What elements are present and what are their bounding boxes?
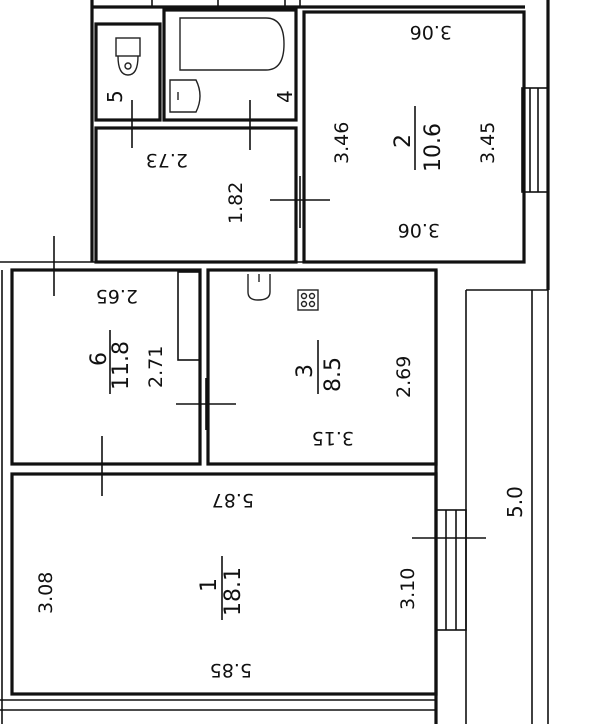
room-3-area: 8.5 bbox=[321, 357, 346, 392]
room-3-bottom-dim: 3.15 bbox=[312, 427, 354, 449]
room-2-top-dim: 3.06 bbox=[410, 21, 452, 43]
room-2-right-dim: 3.45 bbox=[477, 122, 499, 164]
room-2-left-dim: 3.46 bbox=[331, 122, 353, 164]
balcony: 5.0 bbox=[503, 486, 527, 518]
room-1-top-dim: 5.87 bbox=[212, 489, 254, 511]
wc-room: 5 bbox=[94, 22, 162, 148]
room-1-left-dim: 3.08 bbox=[35, 572, 57, 614]
room-2-area: 10.6 bbox=[421, 123, 446, 172]
bathroom: 4 bbox=[162, 8, 298, 150]
room-3-number: 3 bbox=[293, 364, 318, 378]
room-6-right-dim: 2.71 bbox=[145, 346, 167, 388]
room-3-right-dim: 2.69 bbox=[393, 356, 415, 398]
stove-icon bbox=[297, 289, 319, 311]
room-6-closet bbox=[177, 271, 201, 361]
bath-number: 4 bbox=[273, 90, 297, 103]
hall-side-dim: 1.82 bbox=[225, 182, 247, 224]
room-1-bottom-dim: 5.85 bbox=[210, 659, 252, 681]
room-6: 2.65 6 11.8 2.71 bbox=[10, 236, 202, 496]
bathtub-icon bbox=[179, 17, 285, 71]
room-3: 3 8.5 2.69 3.15 bbox=[176, 268, 438, 466]
hall-top-dim: 2.73 bbox=[146, 149, 188, 171]
room-2-bottom-dim: 3.06 bbox=[398, 219, 440, 241]
room-1-window bbox=[435, 509, 467, 631]
room-6-area: 11.8 bbox=[109, 341, 134, 390]
sink-icon bbox=[247, 274, 271, 301]
hallway: 2.73 1.82 bbox=[94, 126, 330, 264]
room-2-number: 2 bbox=[391, 134, 416, 148]
room-1-number: 1 bbox=[197, 578, 222, 592]
room-2: 3.06 3.46 2 10.6 3.45 3.06 bbox=[302, 10, 549, 264]
room-1: 5.87 3.08 1 18.1 3.10 5.85 bbox=[10, 472, 486, 696]
top-strip-walls bbox=[90, 0, 525, 262]
balcony-length: 5.0 bbox=[503, 486, 527, 518]
wc-number: 5 bbox=[103, 90, 127, 103]
room-1-right-dim: 3.10 bbox=[397, 568, 419, 610]
washbasin-icon bbox=[169, 79, 201, 113]
toilet-icon bbox=[115, 37, 141, 76]
room-2-window bbox=[521, 87, 549, 193]
room-1-area: 18.1 bbox=[221, 567, 246, 616]
room-6-number: 6 bbox=[87, 352, 112, 366]
room-6-top-dim: 2.65 bbox=[96, 285, 138, 307]
